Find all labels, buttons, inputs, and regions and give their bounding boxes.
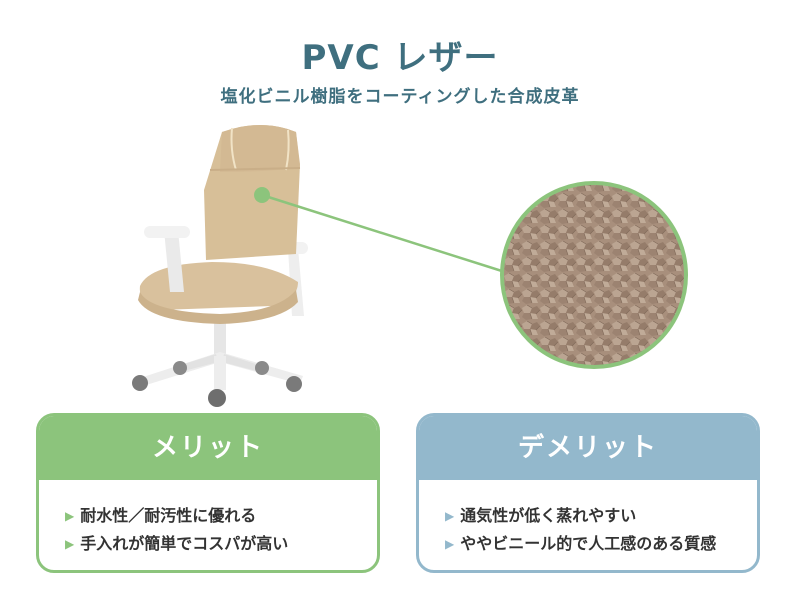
merit-point: ▶ 耐水性／耐汚性に優れる: [65, 502, 377, 530]
demerit-point: ▶ 通気性が低く蒸れやすい: [445, 502, 757, 530]
demerit-list: ▶ 通気性が低く蒸れやすい ▶ ややビニール的で人工感のある質感: [419, 480, 757, 558]
merit-point-text: 耐水性／耐汚性に優れる: [80, 506, 257, 525]
demerit-point-text: ややビニール的で人工感のある質感: [460, 534, 717, 553]
demerit-point: ▶ ややビニール的で人工感のある質感: [445, 530, 757, 558]
triangle-bullet-icon: ▶: [445, 537, 455, 551]
merit-card: メリット ▶ 耐水性／耐汚性に優れる ▶ 手入れが簡単でコスパが高い: [36, 413, 380, 573]
triangle-bullet-icon: ▶: [445, 509, 455, 523]
merit-title: メリット: [39, 416, 377, 480]
triangle-bullet-icon: ▶: [65, 537, 75, 551]
illustration: [132, 125, 688, 407]
demerit-title: デメリット: [419, 416, 757, 480]
leather-texture-icon: [500, 181, 688, 369]
merit-point-text: 手入れが簡単でコスパが高い: [80, 534, 289, 553]
demerit-card: デメリット ▶ 通気性が低く蒸れやすい ▶ ややビニール的で人工感のある質感: [416, 413, 760, 573]
page-subtitle: 塩化ビニル樹脂をコーティングした合成皮革: [220, 87, 580, 107]
triangle-bullet-icon: ▶: [65, 509, 75, 523]
office-chair-icon: [132, 125, 308, 407]
page-title: PVC レザー: [301, 38, 499, 78]
merit-point: ▶ 手入れが簡単でコスパが高い: [65, 530, 377, 558]
callout-connector: [254, 187, 506, 274]
merit-list: ▶ 耐水性／耐汚性に優れる ▶ 手入れが簡単でコスパが高い: [39, 480, 377, 558]
demerit-point-text: 通気性が低く蒸れやすい: [460, 506, 637, 525]
